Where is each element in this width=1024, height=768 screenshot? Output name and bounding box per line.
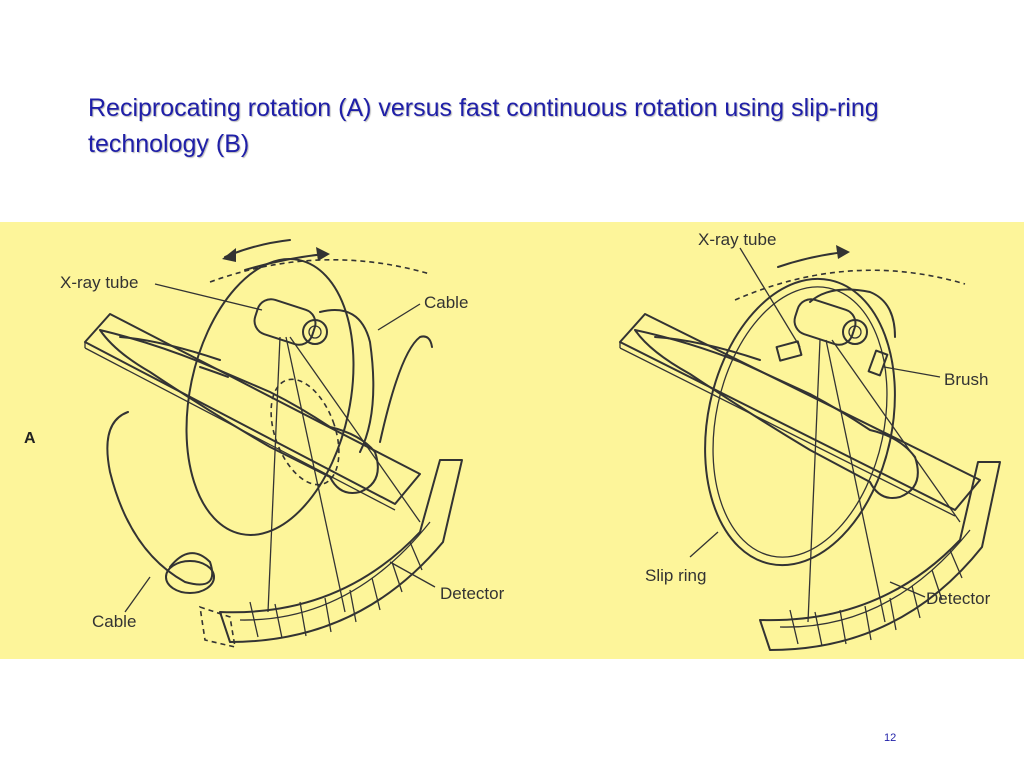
xray-tube-a	[253, 298, 328, 346]
detector-b	[759, 461, 1001, 651]
xray-beam-line-b	[807, 339, 821, 623]
figure-panel: X-ray tube Cable Detector Cable A	[0, 222, 1024, 659]
rotation-arrow-b	[777, 251, 846, 268]
patient-table-b	[619, 313, 981, 511]
leader-cable-top	[377, 303, 421, 331]
patient-body	[99, 329, 379, 494]
scan-plane-dashed	[270, 378, 340, 486]
xray-beam-line	[289, 336, 421, 523]
detector-a	[199, 459, 463, 649]
cable-right	[379, 335, 433, 443]
patient-table	[84, 313, 421, 505]
figure-a-reciprocating-rotation: X-ray tube Cable Detector Cable A	[24, 239, 505, 649]
xray-beam-line-b	[825, 339, 886, 623]
tube-cable-b	[809, 288, 896, 338]
label-xray-tube-a: X-ray tube	[60, 273, 138, 292]
brush-block	[867, 349, 889, 377]
gantry-ring	[185, 258, 355, 536]
figure-b-slip-ring-rotation: X-ray tube Brush Slip ring Detector	[619, 230, 1001, 651]
label-cable-bottom: Cable	[92, 612, 136, 631]
xray-beam-line	[285, 336, 346, 613]
cable-upper	[319, 309, 375, 453]
leader-xray-tube-b	[739, 247, 801, 348]
xray-beam-line-b	[831, 339, 961, 523]
leader-detector-a	[389, 561, 436, 588]
label-slip-ring: Slip ring	[645, 566, 706, 585]
leader-cable-bottom	[124, 576, 151, 613]
leader-xray-tube-a	[154, 283, 263, 311]
slip-ring	[704, 277, 896, 567]
patient-body-b	[634, 329, 919, 499]
label-cable-top: Cable	[424, 293, 468, 312]
leader-brush	[883, 366, 941, 378]
leader-detector-b	[889, 581, 926, 598]
xray-tube-b	[793, 298, 868, 346]
cable-lower	[106, 411, 214, 586]
arrowhead-left-icon	[222, 248, 236, 262]
slide-title: Reciprocating rotation (A) versus fast c…	[88, 94, 879, 158]
label-detector-a: Detector	[440, 584, 505, 603]
ct-rotation-diagram: X-ray tube Cable Detector Cable A	[24, 230, 1001, 651]
label-brush: Brush	[944, 370, 988, 389]
label-detector-b: Detector	[926, 589, 991, 608]
panel-label-a: A	[24, 430, 36, 447]
arrowhead-b-icon	[836, 245, 850, 259]
rotation-path-dashed-b	[734, 269, 966, 301]
page-number: 12	[884, 732, 897, 744]
leader-slip-ring	[689, 531, 719, 558]
arrowhead-right-icon	[316, 247, 330, 261]
cable-coil	[165, 560, 215, 594]
rotation-path-dashed	[209, 258, 431, 283]
xray-beam-line	[267, 336, 281, 613]
label-xray-tube-b: X-ray tube	[698, 230, 776, 249]
slip-ring-contact	[775, 340, 803, 362]
